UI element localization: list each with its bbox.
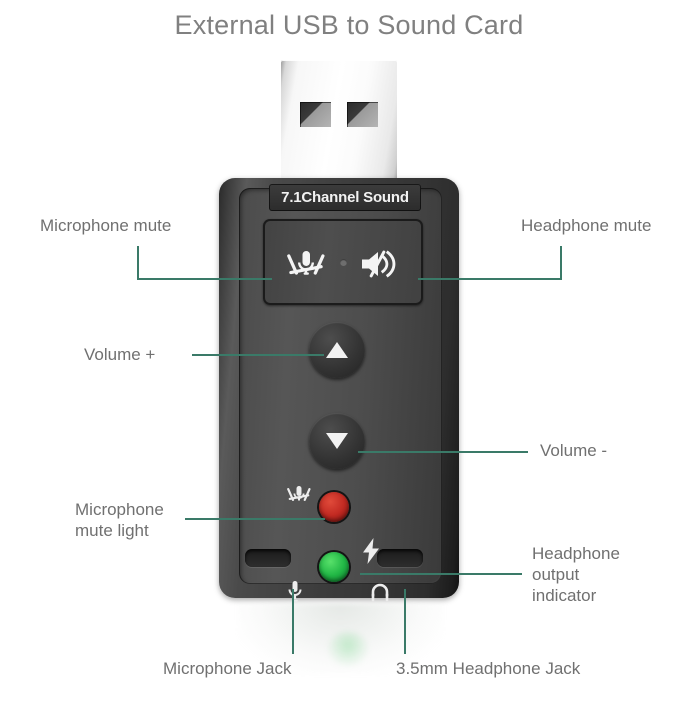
callout-label-microphone-mute: Microphone mute [40, 216, 172, 235]
leader-volume-up [192, 354, 324, 356]
led-glow-reflection [328, 632, 368, 666]
volume-up-button[interactable] [309, 322, 365, 378]
callout-label-volume-up: Volume + [84, 345, 156, 364]
leader-microphone-jack [292, 589, 294, 654]
volume-down-button[interactable] [309, 413, 365, 469]
triangle-down-icon [326, 433, 348, 449]
usb-plug-icon [281, 60, 397, 193]
headphone-jack-slot[interactable] [377, 549, 423, 567]
callout-label-volume-down: Volume - [540, 441, 608, 460]
leader-headphone-output-indicator [360, 573, 522, 575]
usb-sound-card-device: 7.1Channel Sound [219, 60, 459, 605]
brand-strip: 7.1Channel Sound [269, 184, 421, 211]
headphone-icon [369, 580, 391, 604]
lightning-bolt-icon [361, 538, 381, 564]
triangle-up-icon [326, 342, 348, 358]
leader-headphone-mute-horizontal [418, 278, 562, 280]
status-dot-icon [340, 259, 347, 266]
usb-contact-right [347, 102, 378, 127]
leader-volume-down [358, 451, 528, 453]
leader-microphone-mute-light [185, 518, 325, 520]
microphone-mute-led [319, 492, 349, 522]
speaker-mute-icon[interactable] [359, 247, 401, 281]
page-title: External USB to Sound Card [174, 10, 524, 40]
leader-microphone-mute-horizontal [137, 278, 272, 280]
leader-microphone-mute-vertical [137, 246, 139, 280]
callout-label-headphone-output-indicator: Headphone output indicator [532, 544, 620, 605]
callout-label-microphone-jack: Microphone Jack [163, 659, 292, 678]
mute-button-panel[interactable] [263, 219, 423, 305]
usb-contact-left [300, 102, 331, 127]
callout-label-headphone-jack: 3.5mm Headphone Jack [396, 659, 581, 678]
microphone-jack-slot[interactable] [245, 549, 291, 567]
microphone-crossed-icon [287, 484, 311, 506]
callout-label-headphone-mute: Headphone mute [521, 216, 652, 235]
callout-label-microphone-mute-light: Microphone mute light [75, 500, 164, 540]
leader-headphone-mute-vertical [560, 246, 562, 280]
leader-headphone-jack [404, 589, 406, 654]
device-reflection [238, 604, 443, 674]
microphone-icon [284, 580, 306, 604]
headphone-output-led [319, 552, 349, 582]
microphone-mute-icon[interactable] [285, 247, 327, 281]
brand-label: 7.1Channel Sound [281, 189, 409, 206]
